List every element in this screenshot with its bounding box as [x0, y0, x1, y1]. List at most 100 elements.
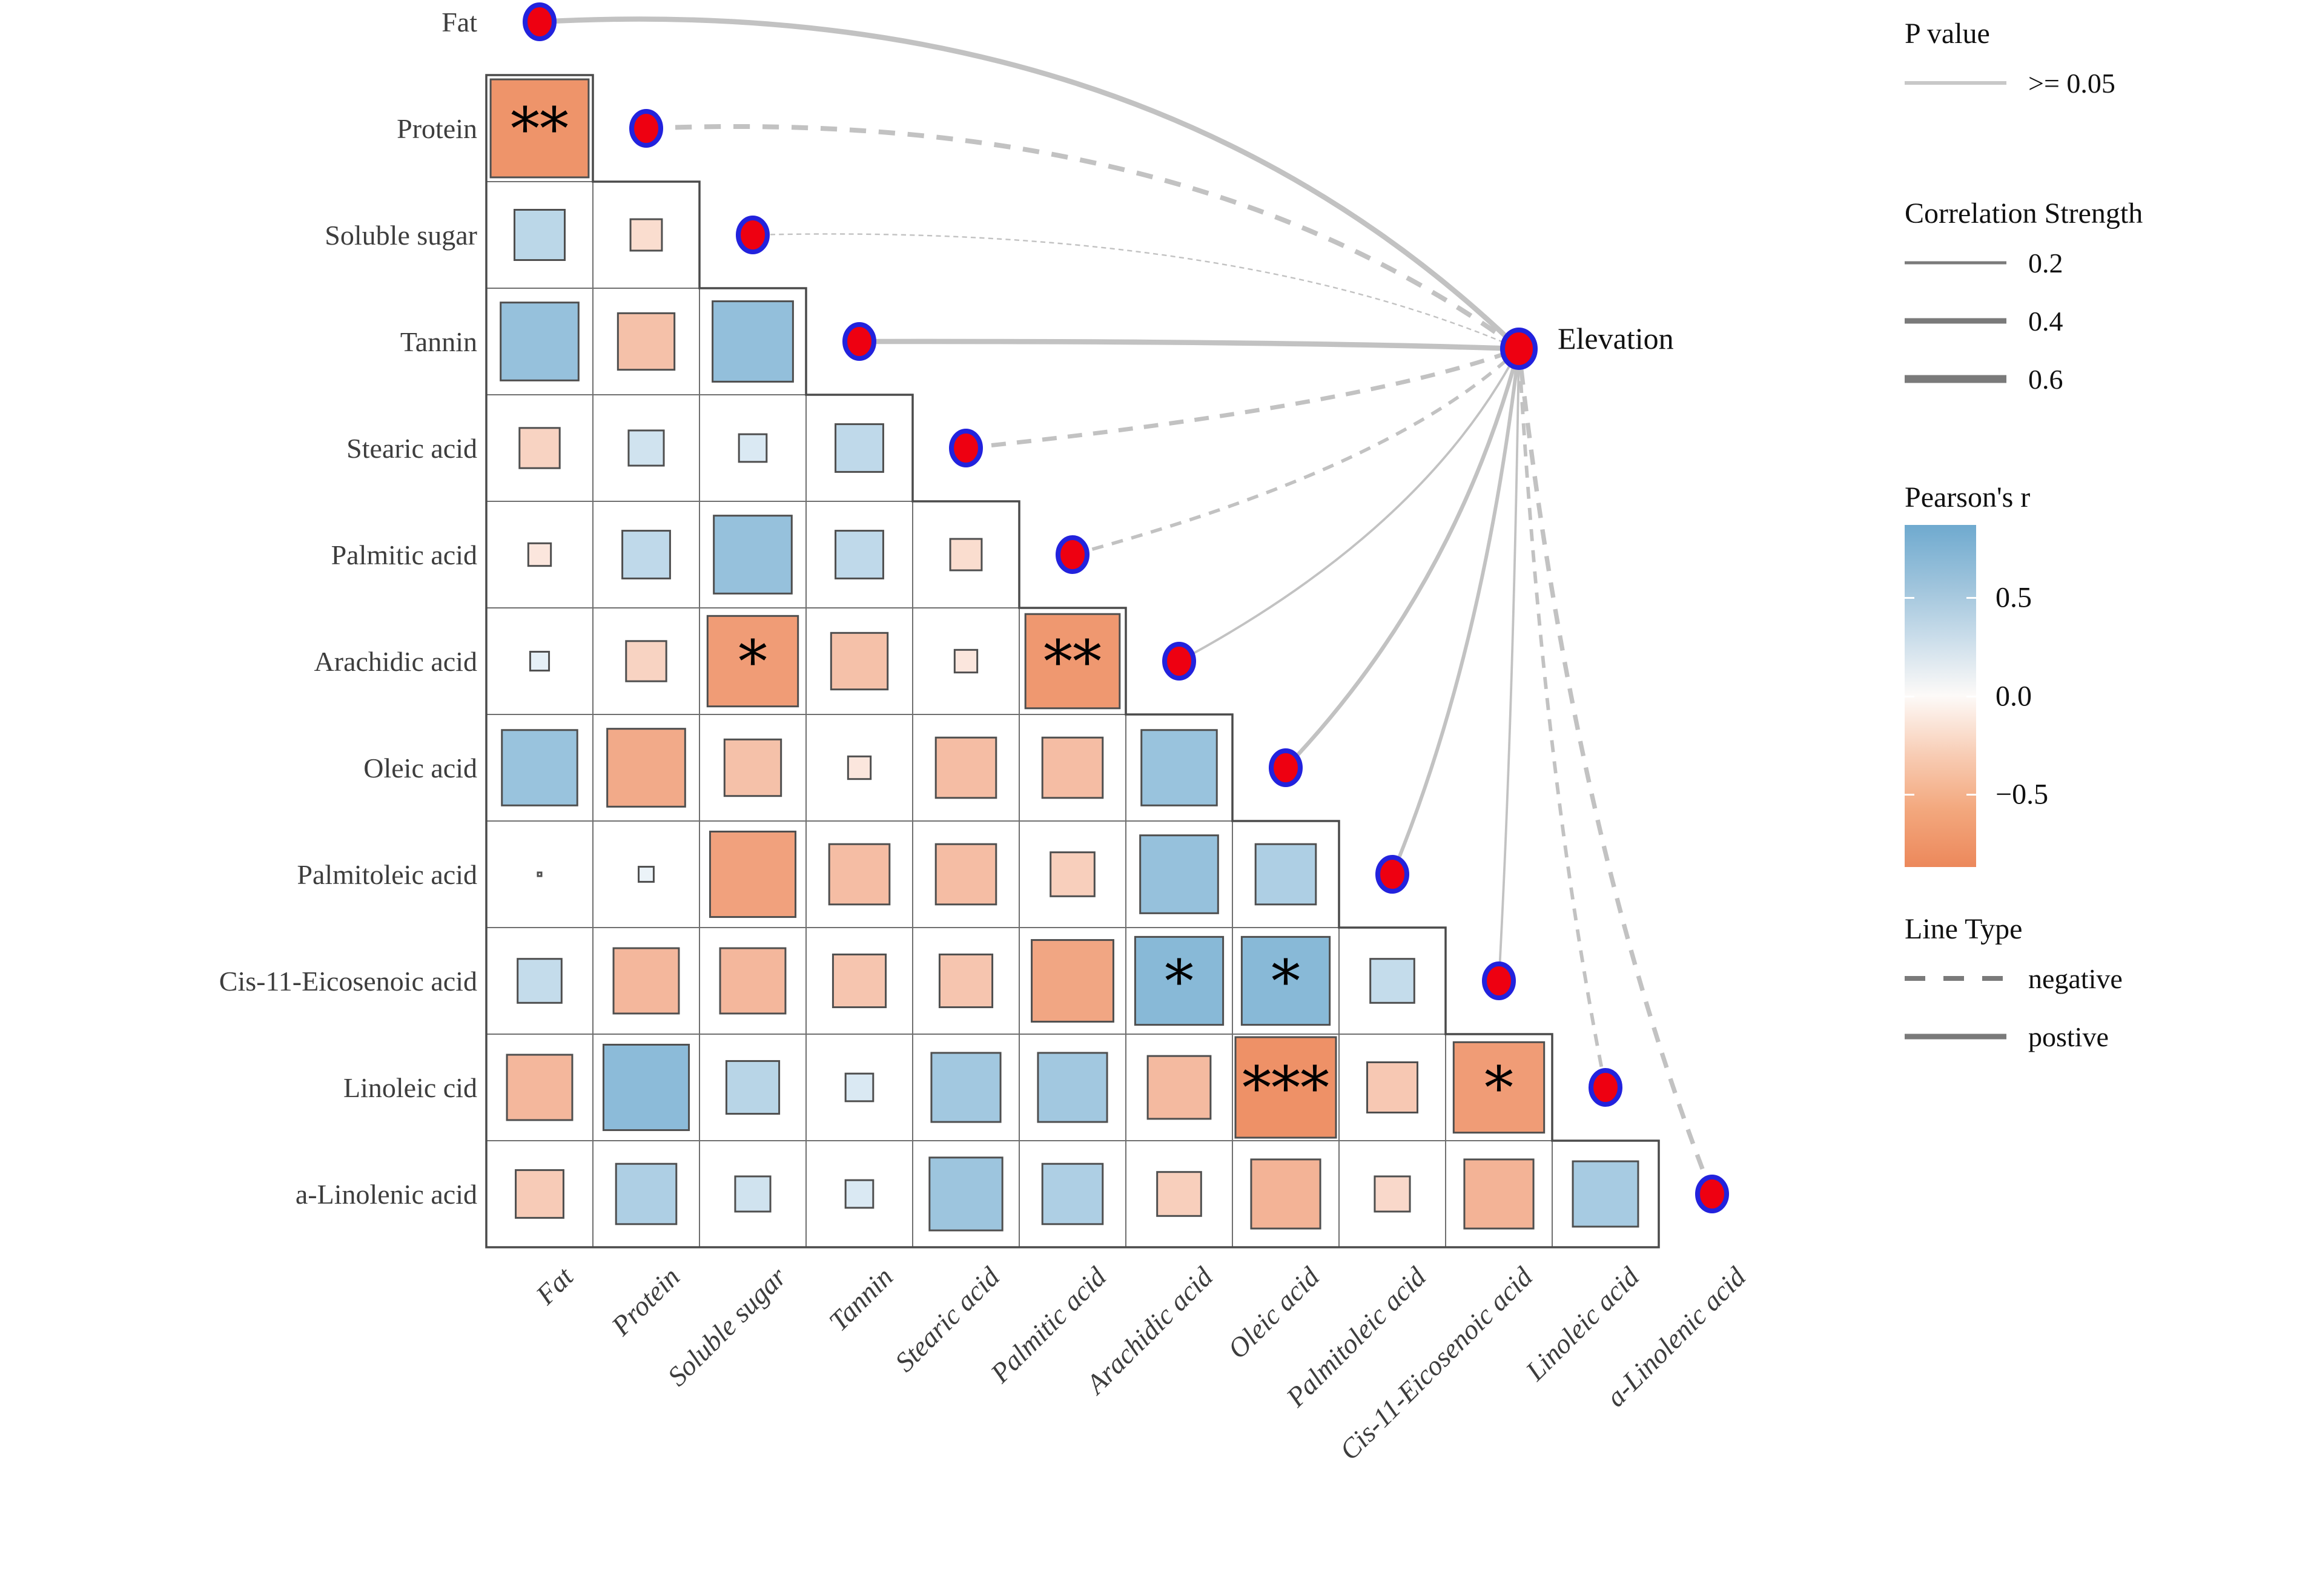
link-stearic-acid [965, 346, 1520, 450]
pvalue-legend-title: P value [1905, 18, 1990, 50]
correlation-square [627, 429, 665, 467]
correlation-square [606, 728, 686, 808]
link-tannin [859, 338, 1519, 352]
linetype-item-label: postive [2028, 1021, 2109, 1052]
row-label-9: Palmitoleic acid [297, 859, 477, 890]
correlation-square [713, 515, 793, 595]
correlation-square [537, 871, 543, 877]
diagonal-dot-5 [949, 429, 983, 467]
row-label-10: Cis-11-Eicosenoic acid [219, 966, 477, 997]
correlation-square [518, 427, 561, 469]
diagonal-dot-3 [736, 216, 770, 254]
pearson-colorbar [1905, 525, 1976, 867]
pvalue-item-label: >= 0.05 [2028, 67, 2115, 99]
correlation-square [638, 866, 655, 883]
correlation-square [949, 538, 983, 572]
link-soluble-sugar [752, 233, 1519, 350]
diagonal-dot-9 [1375, 855, 1409, 894]
linetype-legend-title: Line Type [1905, 913, 2023, 945]
correlation-square [706, 615, 799, 708]
correlation-square [1234, 1036, 1337, 1139]
col-label-2: Protein [605, 1261, 686, 1342]
correlation-square [612, 947, 680, 1015]
correlation-square [629, 218, 663, 252]
correlation-square [529, 650, 551, 672]
pvalue-legend-item: >= 0.05 [1905, 54, 2304, 112]
correlation-square [835, 530, 884, 579]
strength-legend-title: Correlation Strength [1905, 197, 2143, 229]
correlation-square [625, 640, 667, 682]
correlation-square [1024, 613, 1121, 710]
correlation-square [1146, 1055, 1212, 1120]
diagonal-dot-12 [1695, 1175, 1729, 1213]
correlation-square [734, 1175, 772, 1213]
strength-line-swatch-02 [1905, 259, 2006, 266]
correlation-square [602, 1043, 690, 1132]
correlation-square [506, 1054, 574, 1121]
correlation-square [1140, 729, 1218, 806]
correlation-square [953, 648, 979, 674]
correlation-square [1031, 939, 1114, 1023]
row-label-5: Stearic acid [346, 433, 477, 464]
correlation-square [709, 830, 797, 918]
correlation-square [1041, 1162, 1104, 1225]
correlation-square [1366, 1061, 1418, 1113]
strength-line-swatch-04 [1905, 317, 2006, 325]
correlation-square [719, 947, 787, 1015]
correlation-square [832, 953, 887, 1009]
legend-panel: P value >= 0.05 Correlation Strength 0.2… [1905, 17, 2304, 1066]
row-label-6: Palmitic acid [331, 539, 477, 570]
correlation-square [844, 1179, 875, 1209]
significance-stars: * [1484, 1054, 1513, 1122]
diagonal-dot-1 [523, 2, 557, 41]
correlation-square [500, 302, 580, 381]
link-fat [539, 16, 1521, 351]
correlation-square [1156, 1171, 1202, 1217]
significance-stars: * [1165, 948, 1194, 1015]
significance-stars: ** [1043, 628, 1102, 696]
correlation-square [489, 78, 590, 179]
correlation-square [621, 530, 671, 579]
diagonal-dot-7 [1162, 642, 1196, 681]
correlation-square [617, 312, 676, 371]
link-arachidic-acid [1179, 348, 1520, 662]
pearson-tick-label: −0.5 [1996, 778, 2049, 811]
col-label-1: Fat [529, 1261, 580, 1311]
row-label-12: a-Linolenic acid [296, 1179, 477, 1210]
pearson-tick-label: 0.5 [1996, 581, 2032, 614]
link-linoleic-cid [1517, 348, 1607, 1088]
elevation-node-dot [1500, 328, 1538, 370]
row-label-7: Arachidic acid [314, 646, 477, 677]
strength-legend-item: 0.4 [1905, 292, 2304, 350]
triangle-outline [485, 74, 1660, 1248]
correlation-square [527, 542, 552, 567]
correlation-square [830, 631, 889, 691]
diagonal-dot-6 [1056, 535, 1090, 574]
diagonal-dot-10 [1482, 961, 1516, 1000]
correlation-square [934, 843, 997, 906]
correlation-square [514, 209, 566, 261]
row-label-8: Oleic acid [363, 753, 477, 783]
strength-item-label: 0.2 [2028, 247, 2063, 279]
correlation-square [1369, 958, 1415, 1004]
correlation-square [1572, 1160, 1639, 1228]
correlation-square [938, 953, 994, 1009]
correlation-square [1254, 843, 1317, 906]
diagonal-dot-4 [842, 322, 876, 361]
pearson-tick-label: 0.0 [1996, 680, 2032, 713]
correlation-square [517, 958, 563, 1004]
correlation-square [501, 729, 578, 806]
negative-line-swatch [1905, 975, 2006, 982]
pearson-legend-title: Pearson's r [1905, 481, 2031, 513]
strength-line-swatch-06 [1905, 375, 2006, 383]
correlation-square [1463, 1158, 1535, 1230]
linetype-legend-item: postive [1905, 1007, 2304, 1066]
significance-stars: ** [511, 95, 569, 163]
correlation-square [928, 1156, 1004, 1232]
correlation-square [725, 1060, 781, 1115]
linetype-item-label: negative [2028, 963, 2123, 994]
strength-item-label: 0.6 [2028, 363, 2063, 395]
link-a-linolenic-acid [1516, 348, 1714, 1195]
